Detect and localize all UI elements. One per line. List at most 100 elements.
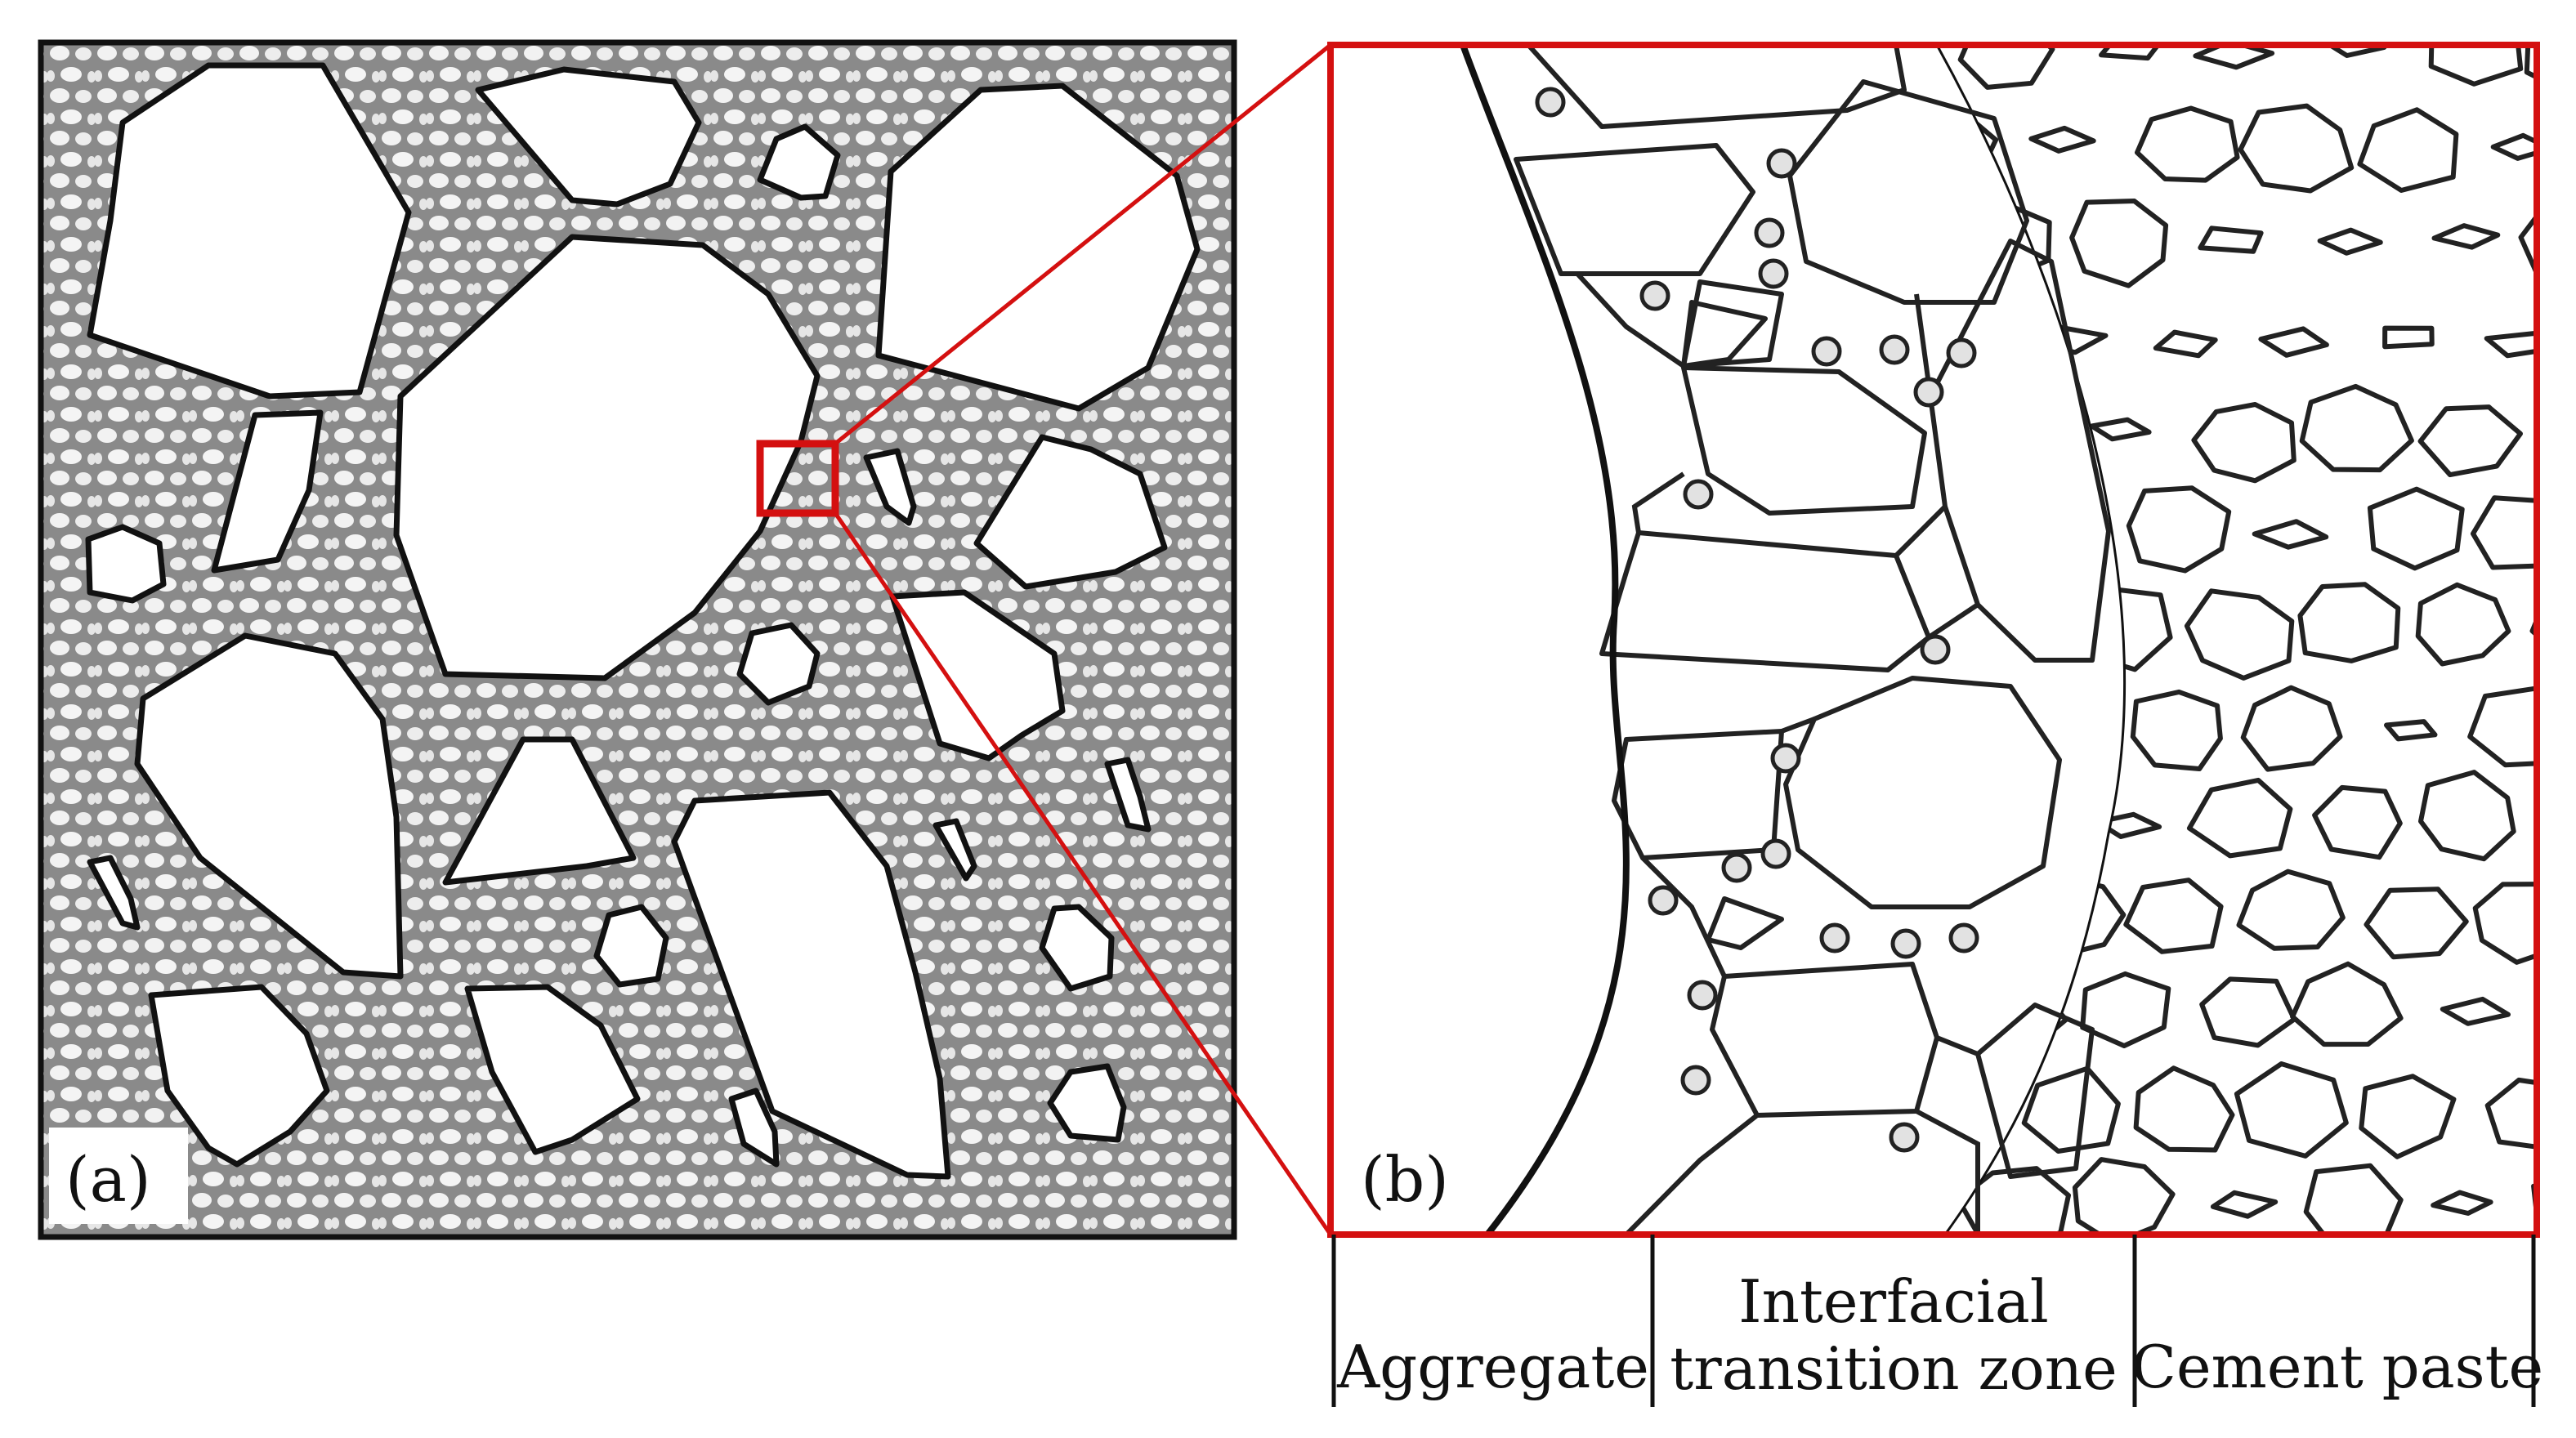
round-particle: [1758, 258, 1789, 289]
cement-grain: [2199, 976, 2297, 1048]
aggregate-particle: [932, 818, 977, 882]
cement-grain-small: [2558, 806, 2576, 826]
panel-a-label: (a): [65, 1143, 151, 1216]
aggregate-particle: [875, 83, 1201, 412]
aggregate-particle: [148, 984, 330, 1168]
aggregate-particle: [211, 409, 324, 574]
panel-b-frame: [1327, 42, 2540, 1238]
cement-grain: [2303, 1163, 2404, 1235]
round-particle: [1535, 87, 1566, 118]
zoom-connector-bottom: [833, 511, 1333, 1236]
cement-grain: [2467, 686, 2537, 768]
itz-grain: [1526, 45, 1907, 129]
cement-grain: [2072, 1157, 2176, 1235]
cement-grain: [2428, 45, 2524, 87]
aggregate-particle: [1047, 1063, 1127, 1143]
round-particle: [1648, 885, 1679, 916]
round-particle: [1721, 852, 1752, 883]
cement-grain-small: [2384, 719, 2438, 742]
cement-grain-small: [2490, 132, 2537, 161]
cement-grain-small: [2028, 125, 2096, 154]
itz-grain-small: [1706, 896, 1784, 950]
cement-grain-small: [2325, 45, 2387, 58]
cement-grain-small: [2198, 226, 2264, 254]
zoom-connectors: [833, 43, 1333, 1236]
zone-label-cement-paste: Cement paste: [2131, 1333, 2543, 1401]
round-particle: [1889, 1122, 1920, 1153]
aggregate-particle: [464, 984, 641, 1155]
cement-grain: [2479, 1255, 2576, 1333]
round-particle: [1680, 1065, 1711, 1096]
aggregate-particle: [973, 434, 1168, 590]
panel-a-label-background: [49, 1128, 188, 1224]
aggregate-particle: [1104, 757, 1152, 833]
aggregate-particle: [1039, 904, 1115, 992]
panel-a: (a): [38, 39, 1237, 1240]
cement-grain: [2417, 404, 2523, 478]
cement-grain: [2364, 886, 2469, 960]
itz-grain: [1975, 1003, 2095, 1179]
round-particle: [1683, 479, 1714, 510]
cement-grain: [2299, 383, 2414, 473]
itz-grain-small: [1681, 300, 1768, 368]
panel-b: [1330, 45, 2576, 1333]
aggregate-particle: [442, 736, 637, 886]
round-particle: [1913, 377, 1944, 408]
round-particle: [1920, 634, 1951, 665]
aggregate-particle: [475, 66, 702, 208]
itz-paste-interface: [1935, 45, 2127, 1235]
cement-grain: [2236, 869, 2346, 951]
round-particle: [1879, 334, 1910, 365]
itz-grains: [1514, 45, 2111, 1179]
round-particle: [1639, 280, 1670, 311]
cement-grain-small: [2317, 227, 2383, 256]
aggregate-particle: [863, 448, 917, 526]
cement-grain-small: [2440, 996, 2511, 1026]
cement-grain: [2418, 770, 2516, 862]
cement-grain: [2238, 103, 2355, 194]
aggregate-particle: [393, 234, 821, 681]
round-particle: [1687, 980, 1718, 1011]
round-particle: [1946, 337, 1977, 368]
cement-grain-small: [2382, 325, 2435, 350]
aggregate-particle: [593, 904, 669, 988]
round-particle: [1770, 743, 1801, 774]
panel-a-frame: [38, 39, 1237, 1240]
itz-grain: [1681, 365, 1927, 516]
cement-grain: [2357, 107, 2459, 193]
cement-grain: [2123, 878, 2224, 954]
cement-grain-small: [2431, 1190, 2493, 1216]
cement-grain: [2135, 105, 2240, 183]
zone-label-aggregate: Aggregate: [1336, 1333, 1649, 1401]
aggregate-particle: [85, 524, 167, 604]
cement-grain-small: [2193, 45, 2275, 70]
zoom-region-box: [756, 440, 839, 517]
aggregate-particle: [757, 123, 841, 201]
aggregate-particle: [87, 62, 412, 400]
aggregates: [85, 62, 1201, 1180]
cement-grain-small: [2252, 519, 2329, 550]
itz-round-particles: [1535, 87, 1979, 1153]
cement-grain: [2312, 784, 2403, 860]
cement-grain: [2234, 1061, 2349, 1159]
cement-grain: [2290, 961, 2404, 1047]
cement-grain-small: [2153, 329, 2218, 359]
zone-label-itz-line2: transition zone: [1670, 1334, 2117, 1403]
cement-grain: [2186, 777, 2293, 859]
aggregate-particle: [889, 589, 1066, 761]
aggregate-particle: [87, 855, 141, 931]
panel-b-label: (b): [1361, 1143, 1449, 1216]
cement-grain: [2472, 882, 2537, 965]
cement-grain-small: [2562, 432, 2576, 450]
itz-grain: [1928, 239, 2111, 663]
cement-grain: [1957, 45, 2055, 90]
aggregate-particle: [671, 789, 951, 1180]
itz-grain: [1783, 676, 2062, 909]
round-particle: [1754, 217, 1785, 248]
cement-grain: [2359, 1074, 2457, 1159]
cement-grain: [2191, 402, 2296, 484]
itz-network-lines: [1575, 271, 1980, 1235]
itz-grain: [1612, 729, 1784, 860]
round-particle: [1890, 928, 1921, 959]
cement-grain-small: [2551, 999, 2576, 1025]
